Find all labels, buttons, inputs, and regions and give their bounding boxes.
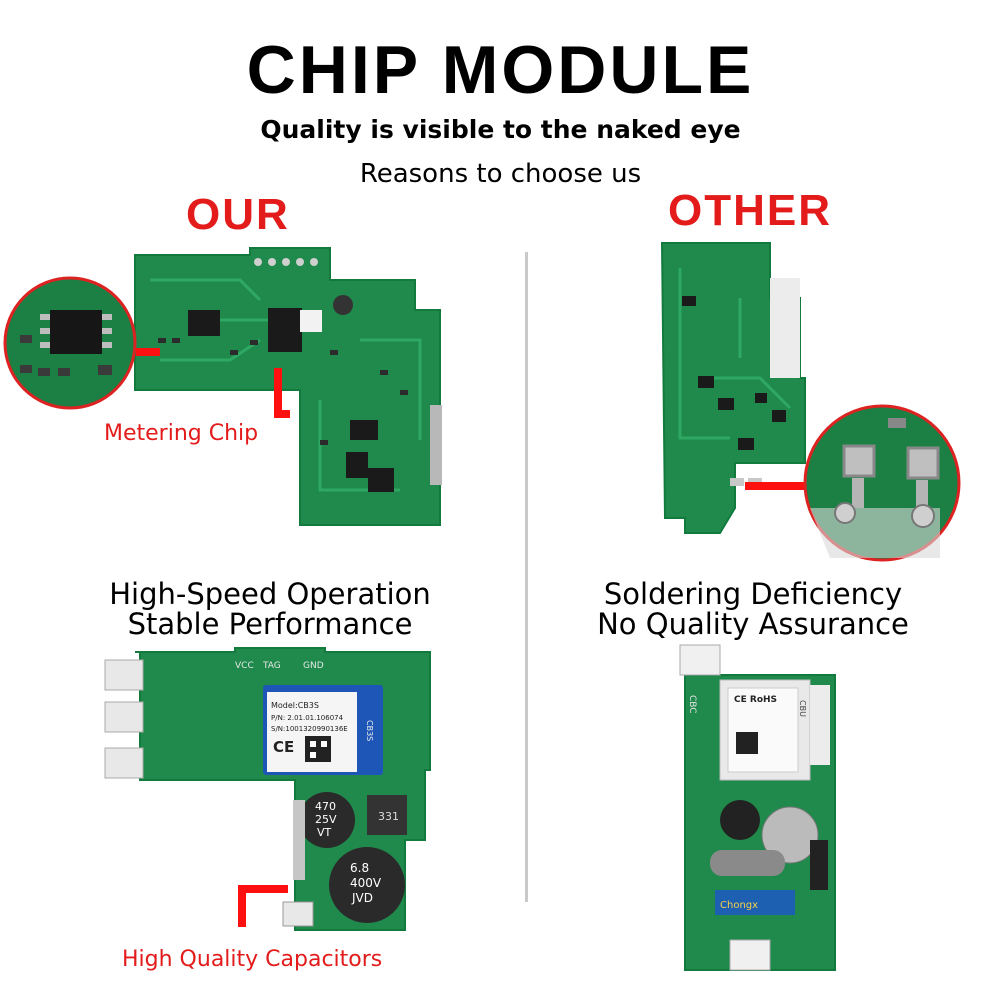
our-caption-line1: High-Speed Operation xyxy=(109,577,431,611)
cap2-line2: 400V xyxy=(350,876,382,890)
metering-chip-callout: Metering Chip xyxy=(104,421,259,446)
cap1-line3: VT xyxy=(317,826,332,839)
other-module-pcb-image: CBC CE RoHS CBU Chongx xyxy=(679,644,836,971)
cap1-line1: 470 xyxy=(315,800,336,813)
pcb-label-cbc: CBC xyxy=(687,695,697,714)
module-pn: P/N: 2.01.01.106074 xyxy=(271,714,344,722)
silk-gnd: GND xyxy=(303,661,324,671)
module-side-label: CB3S xyxy=(365,720,374,741)
page-title: CHIP MODULE xyxy=(246,32,755,108)
silk-tag: TAG xyxy=(262,661,281,671)
other-caption-line2: No Quality Assurance xyxy=(597,607,909,641)
module-model: Model:CB3S xyxy=(271,701,319,710)
center-divider xyxy=(525,252,528,902)
our-label: OUR xyxy=(186,190,290,239)
capacitor-pointer-vertical xyxy=(238,885,246,927)
cap2-line1: 6.8 xyxy=(350,861,369,875)
other-module-side: CBU xyxy=(798,700,807,717)
other-label: OTHER xyxy=(668,186,832,235)
capacitor-pointer-horizontal xyxy=(238,885,288,893)
cap2-line3: JVD xyxy=(351,891,373,905)
other-caption-line1: Soldering Deficiency xyxy=(603,577,903,611)
silk-vcc: VCC xyxy=(235,661,254,671)
module-sn: S/N:1001320990136E xyxy=(271,725,348,733)
other-module-mark: CE RoHS xyxy=(734,695,777,705)
cap1-line2: 25V xyxy=(315,813,337,826)
our-metering-pcb-image xyxy=(3,247,442,526)
our-module-pcb-image: VCC TAG GND Model:CB3S P/N: 2.01.01.1060… xyxy=(104,647,431,931)
module-ce-mark: CE xyxy=(273,738,294,756)
capacitors-callout: High Quality Capacitors xyxy=(122,947,383,972)
other-cap-brand: Chongx xyxy=(720,900,758,911)
other-pcb-image xyxy=(660,242,961,562)
page-subtitle: Quality is visible to the naked eye xyxy=(260,115,741,144)
inductor-label: 331 xyxy=(378,810,399,823)
page-tagline: Reasons to choose us xyxy=(359,159,642,189)
our-caption-line2: Stable Performance xyxy=(127,607,413,641)
